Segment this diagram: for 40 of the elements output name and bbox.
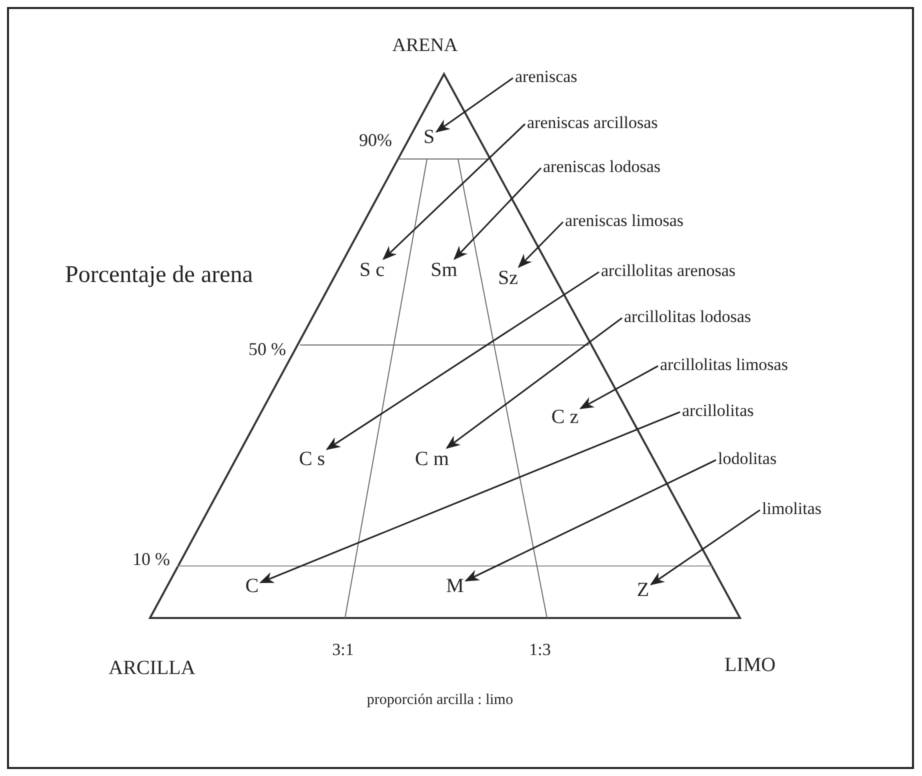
percentage-label: 10 % — [132, 550, 170, 570]
region-code: Sm — [428, 259, 460, 281]
leader-arrow — [382, 123, 526, 260]
leader-arrow — [464, 459, 716, 582]
axis-vertex-label: ARENA — [392, 36, 458, 56]
rock-name-label: areniscas arcillosas — [525, 112, 660, 132]
axis-vertex-label: LIMO — [724, 654, 776, 676]
ratio-label: 3:1 — [332, 640, 354, 660]
region-code: S — [421, 126, 437, 148]
region-code: M — [444, 575, 466, 597]
region-code: Z — [634, 579, 652, 601]
region-code: C s — [296, 448, 328, 470]
rock-name-label: arcillolitas arenosas — [599, 260, 738, 280]
axis-vertex-label: ARCILLA — [108, 657, 196, 679]
leader-arrow — [453, 167, 542, 260]
axis-title: Porcentaje de arena — [65, 262, 254, 288]
leader-arrow — [446, 317, 622, 449]
rock-name-label: arcillolitas — [680, 400, 756, 420]
rock-name-label: lodolitas — [716, 448, 779, 468]
region-code: C m — [413, 448, 451, 470]
percentage-label: 90% — [359, 131, 392, 151]
axis-title: proporción arcilla : limo — [366, 692, 514, 708]
region-code: C z — [549, 406, 581, 428]
leader-arrow — [435, 77, 514, 133]
rock-name-label: limolitas — [760, 498, 824, 518]
percentage-label: 50 % — [248, 340, 286, 360]
rock-name-label: areniscas limosas — [563, 210, 686, 230]
leader-arrow — [259, 411, 680, 584]
region-code: Sz — [496, 267, 520, 289]
rock-name-label: arcillolitas lodosas — [622, 306, 754, 326]
leader-arrow — [650, 509, 760, 586]
leader-arrow — [326, 271, 600, 450]
ratio-label: 1:3 — [529, 640, 551, 660]
leader-arrow — [518, 221, 564, 268]
region-code: C — [243, 575, 261, 597]
rock-name-label: areniscas lodosas — [541, 156, 663, 176]
leader-arrow — [579, 365, 658, 410]
region-code: S c — [358, 259, 386, 281]
rock-name-label: areniscas — [513, 66, 580, 86]
rock-name-label: arcillolitas limosas — [658, 354, 790, 374]
